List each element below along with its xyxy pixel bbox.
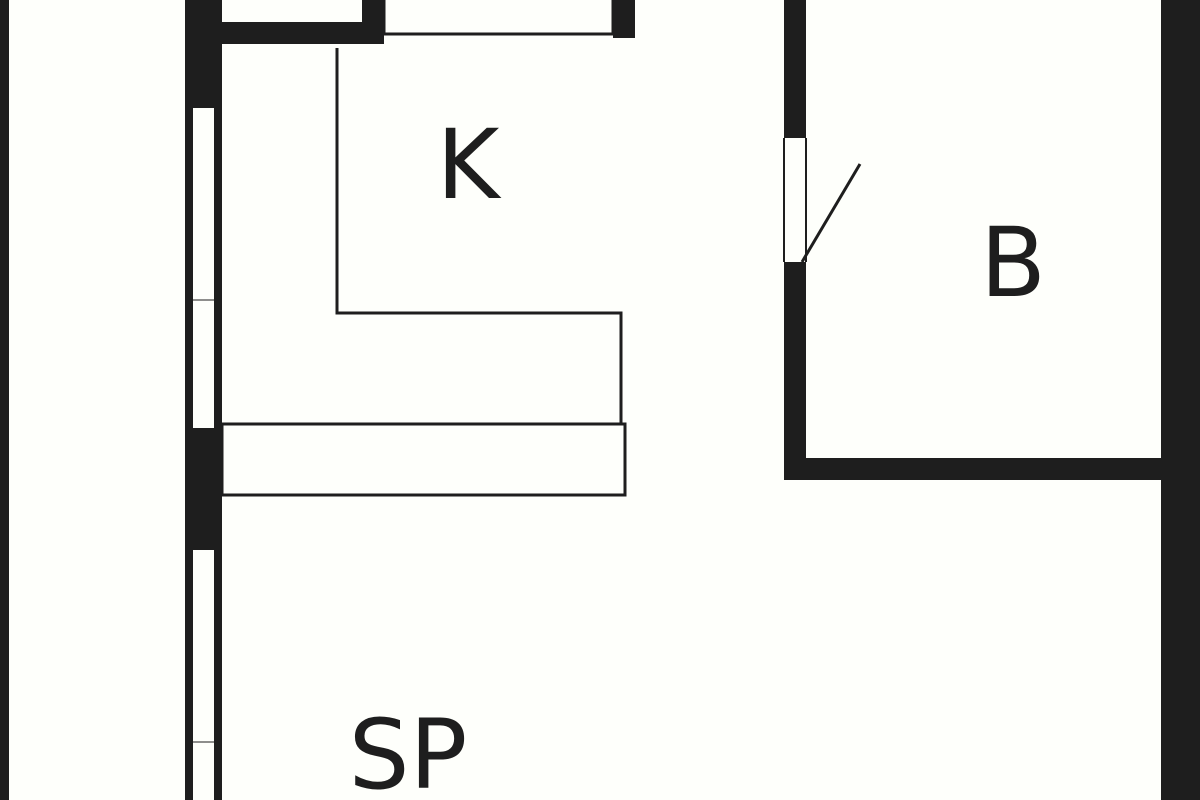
room-label-bathroom: B (980, 207, 1046, 319)
window-living (185, 550, 222, 800)
window-kitchen (185, 108, 222, 428)
kitchen-counter (335, 48, 623, 424)
room-label-living: SP (349, 699, 468, 800)
outer-wall-right (1161, 0, 1200, 800)
wall-opening (382, 0, 615, 36)
wall-segment (222, 22, 384, 44)
wall-segment (185, 428, 222, 550)
wall-segment (185, 0, 222, 108)
wall-segment (784, 458, 1161, 480)
room-label-kitchen: K (437, 109, 502, 221)
wall-segment (784, 0, 806, 138)
wall-segment (362, 0, 384, 44)
kitchen-cabinet (220, 422, 627, 497)
wall-segment (784, 262, 806, 480)
bathroom-door (800, 163, 862, 263)
bathroom-walls (783, 0, 1161, 480)
wall-segment (613, 0, 635, 38)
facade-wall (185, 0, 222, 800)
top-walls (222, 0, 635, 44)
outer-wall-left (0, 0, 9, 800)
